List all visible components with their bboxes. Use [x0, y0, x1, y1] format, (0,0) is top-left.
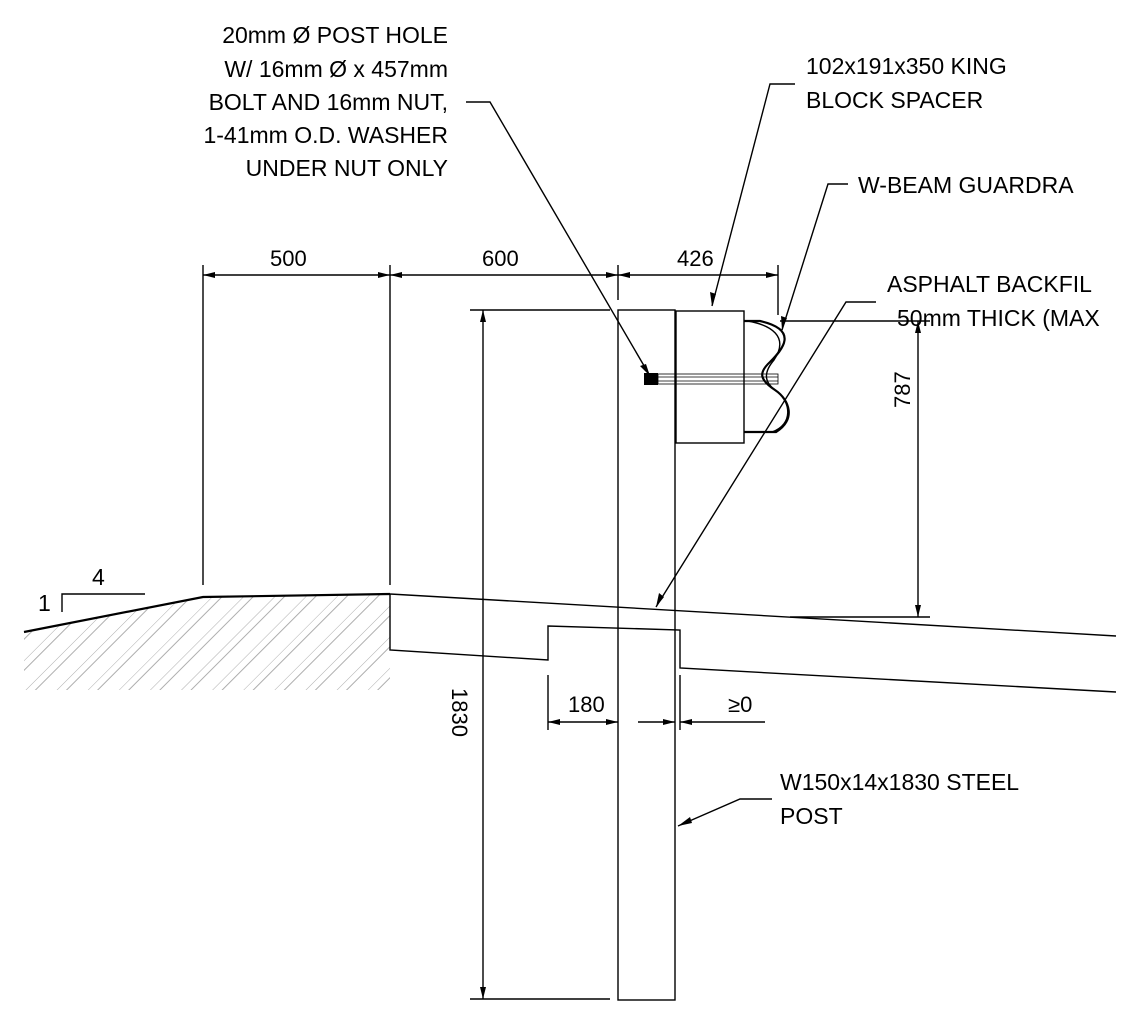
slope-indicator: 1 4	[38, 564, 145, 616]
steel-post	[617, 309, 676, 1001]
block-spacer-callout: 102x191x350 KING BLOCK SPACER	[710, 53, 1007, 307]
asphalt-line-1: ASPHALT BACKFIL	[887, 271, 1092, 297]
pavement	[389, 593, 1117, 693]
dim-600: 600	[482, 246, 519, 271]
dim-426: 426	[677, 246, 714, 271]
post-hole-callout: 20mm Ø POST HOLE W/ 16mm Ø x 457mm BOLT …	[203, 22, 651, 377]
dim-1830: 1830	[447, 688, 472, 737]
steel-post-line-1: W150x14x1830 STEEL	[780, 769, 1019, 795]
dim-1830-group: 1830	[447, 309, 610, 1000]
post-hole-line-4: 1-41mm O.D. WASHER	[203, 122, 448, 148]
dim-ge0: ≥0	[728, 692, 752, 717]
w-beam-guardrail	[744, 319, 790, 434]
steel-post-callout: W150x14x1830 STEEL POST	[677, 769, 1019, 829]
dim-787-group: 787	[780, 320, 930, 618]
bolt-assembly	[644, 373, 779, 385]
post-hole-line-1: 20mm Ø POST HOLE	[222, 22, 448, 48]
slope-rise-label: 1	[38, 590, 51, 616]
embedment-dimensions: 180 ≥0	[547, 675, 765, 730]
post-hole-line-3: BOLT AND 16mm NUT,	[209, 89, 448, 115]
steel-post-line-2: POST	[780, 803, 843, 829]
guardrail-label: W-BEAM GUARDRA	[858, 172, 1074, 198]
post-hole-line-5: UNDER NUT ONLY	[246, 155, 448, 181]
embankment-soil	[23, 592, 391, 690]
guardrail-callout: W-BEAM GUARDRA	[781, 172, 1074, 331]
block-spacer-line-2: BLOCK SPACER	[806, 87, 983, 113]
dim-180: 180	[568, 692, 605, 717]
top-dimensions: 500 600 426	[202, 246, 779, 585]
block-spacer-line-1: 102x191x350 KING	[806, 53, 1007, 79]
post-hole-line-2: W/ 16mm Ø x 457mm	[224, 56, 448, 82]
asphalt-line-2: 50mm THICK (MAX	[897, 305, 1100, 331]
slope-run-label: 4	[92, 564, 105, 590]
dim-500: 500	[270, 246, 307, 271]
asphalt-callout: ASPHALT BACKFIL 50mm THICK (MAX	[655, 271, 1100, 608]
dim-787: 787	[890, 371, 915, 408]
